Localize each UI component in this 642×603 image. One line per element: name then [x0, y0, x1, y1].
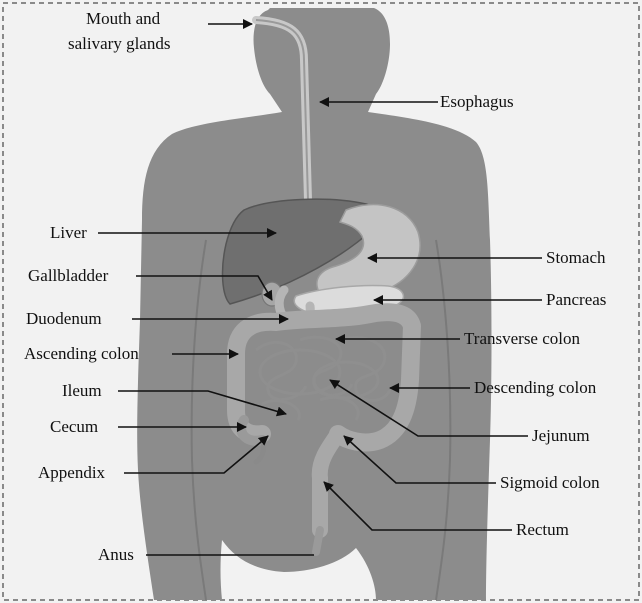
label-gallbladder: Gallbladder [28, 266, 108, 286]
label-jejunum: Jejunum [532, 426, 590, 446]
label-sigmoid-colon: Sigmoid colon [500, 473, 600, 493]
label-esophagus: Esophagus [440, 92, 514, 112]
label-mouth-line2: salivary glands [68, 34, 170, 54]
label-liver: Liver [50, 223, 87, 243]
label-cecum: Cecum [50, 417, 98, 437]
label-duodenum: Duodenum [26, 309, 102, 329]
label-transverse-colon: Transverse colon [464, 329, 580, 349]
label-ascending-colon: Ascending colon [24, 344, 139, 364]
label-rectum: Rectum [516, 520, 569, 540]
anal-canal [316, 530, 320, 552]
label-ileum: Ileum [62, 381, 102, 401]
label-pancreas: Pancreas [546, 290, 606, 310]
label-stomach: Stomach [546, 248, 606, 268]
label-appendix: Appendix [38, 463, 105, 483]
label-descending-colon: Descending colon [474, 378, 596, 398]
label-mouth-line1: Mouth and [86, 9, 160, 29]
label-anus: Anus [98, 545, 134, 565]
